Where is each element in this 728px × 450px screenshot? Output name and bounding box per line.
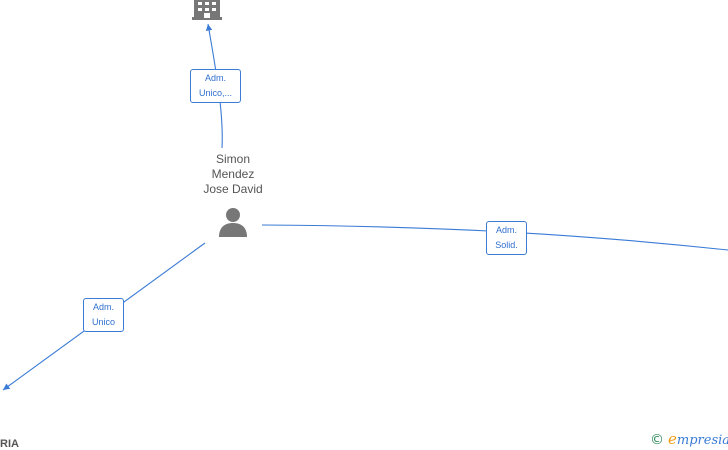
copyright-icon: © <box>650 432 664 448</box>
company-label-partial[interactable]: RIA <box>0 438 19 450</box>
edge-label-line-2: Unico <box>91 317 115 327</box>
building-icon[interactable] <box>191 0 223 20</box>
edge-label-adm-unico-bottom[interactable]: Adm. Unico <box>83 298 124 332</box>
edge-label-line-1: Adm. <box>92 302 114 312</box>
person-name-line-3: Jose David <box>203 182 263 196</box>
edge-label-line-2: Solid. <box>495 240 518 250</box>
edge-label-adm-solid[interactable]: Adm. Solid. <box>486 221 527 255</box>
brand-name: mpresia <box>676 433 728 448</box>
empresia-logo: ©empresia <box>650 430 728 448</box>
edge-label-line-2: Unico,... <box>198 88 232 98</box>
person-icon[interactable] <box>218 207 248 237</box>
brand-initial: e <box>668 430 677 448</box>
edge-label-adm-unico-top[interactable]: Adm. Unico,... <box>190 69 241 103</box>
person-name-line-1: Simon <box>215 152 250 166</box>
person-name-line-2: Mendez <box>211 167 255 181</box>
edge-label-line-1: Adm. <box>495 225 517 235</box>
person-name[interactable]: Simon Mendez Jose David <box>188 152 278 197</box>
edge-label-line-1: Adm. <box>204 73 226 83</box>
